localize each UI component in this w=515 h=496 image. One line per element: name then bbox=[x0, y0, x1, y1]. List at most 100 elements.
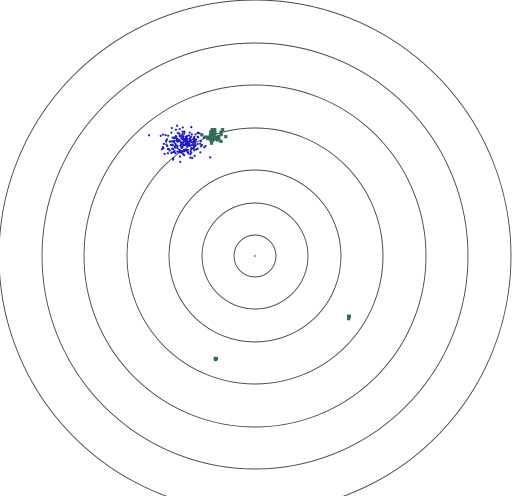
cluster-point-1 bbox=[179, 160, 182, 163]
cluster-point-2 bbox=[209, 141, 214, 145]
cluster-point-1 bbox=[196, 135, 199, 138]
cluster-point-1 bbox=[174, 135, 177, 138]
cluster-point-2 bbox=[219, 130, 223, 134]
cluster-point-1 bbox=[209, 156, 212, 159]
cluster-point-1 bbox=[183, 154, 186, 157]
cluster-point-1 bbox=[193, 149, 196, 152]
cluster-point-1 bbox=[175, 139, 178, 142]
cluster-point-2 bbox=[208, 137, 212, 141]
scatter-points bbox=[147, 124, 352, 362]
cluster-point-1 bbox=[159, 134, 162, 137]
cluster-point-2 bbox=[209, 130, 213, 134]
ring-6 bbox=[41, 42, 469, 470]
cluster-point-1 bbox=[190, 125, 193, 129]
cluster-point-2 bbox=[200, 133, 204, 137]
cluster-point-1 bbox=[178, 148, 181, 152]
cluster-point-1 bbox=[167, 134, 170, 137]
outlier-point bbox=[346, 314, 351, 318]
cluster-point-1 bbox=[188, 138, 191, 141]
cluster-point-2 bbox=[204, 135, 208, 139]
cluster-point-1 bbox=[185, 148, 188, 151]
cluster-point-1 bbox=[170, 126, 173, 130]
cluster-point-1 bbox=[178, 127, 181, 131]
cluster-point-2 bbox=[210, 139, 214, 143]
cluster-point-1 bbox=[188, 131, 191, 134]
cluster-point-2 bbox=[211, 133, 215, 137]
cluster-point-1 bbox=[180, 142, 183, 145]
cluster-point-1 bbox=[181, 146, 184, 149]
cluster-point-1 bbox=[165, 143, 168, 146]
cluster-point-1 bbox=[181, 136, 184, 139]
outlier-point bbox=[347, 317, 351, 321]
cluster-point-1 bbox=[181, 133, 184, 136]
cluster-point-1 bbox=[161, 133, 165, 136]
cluster-point-1 bbox=[204, 145, 207, 148]
cluster-point-1 bbox=[181, 126, 184, 129]
cluster-point-1 bbox=[184, 140, 187, 144]
cluster-point-2 bbox=[211, 128, 215, 132]
cluster-point-2 bbox=[217, 134, 221, 139]
cluster-point-2 bbox=[216, 138, 220, 142]
cluster-point-1 bbox=[186, 141, 189, 144]
cluster-point-2 bbox=[214, 135, 218, 139]
cluster-point-1 bbox=[190, 147, 193, 151]
cluster-point-1 bbox=[174, 136, 177, 139]
cluster-point-1 bbox=[194, 133, 197, 136]
outlier-point bbox=[213, 357, 218, 362]
cluster-point-1 bbox=[189, 156, 192, 159]
cluster-point-1 bbox=[167, 147, 170, 151]
cluster-point-1 bbox=[173, 145, 177, 148]
cluster-point-1 bbox=[185, 136, 188, 139]
cluster-point-1 bbox=[170, 140, 173, 143]
cluster-point-2 bbox=[221, 127, 225, 132]
cluster-point-1 bbox=[181, 130, 184, 133]
ring-5 bbox=[83, 84, 427, 428]
cluster-point-1 bbox=[166, 152, 169, 155]
cluster-point-2 bbox=[206, 135, 210, 139]
cluster-point-1 bbox=[168, 140, 172, 143]
cluster-point-1 bbox=[173, 150, 176, 154]
cluster-point-2 bbox=[224, 135, 228, 139]
cluster-point-1 bbox=[147, 134, 151, 137]
cluster-point-1 bbox=[192, 144, 196, 147]
cluster-point-1 bbox=[196, 142, 199, 146]
cluster-point-1 bbox=[162, 147, 165, 150]
cluster-point-1 bbox=[170, 147, 174, 150]
cluster-point-1 bbox=[165, 139, 168, 142]
cluster-point-1 bbox=[174, 142, 177, 145]
cluster-point-1 bbox=[190, 133, 193, 136]
cluster-point-1 bbox=[189, 149, 192, 153]
ring-4 bbox=[126, 127, 384, 385]
cluster-point-2 bbox=[219, 139, 223, 143]
cluster-point-1 bbox=[195, 148, 198, 151]
cluster-point-2 bbox=[213, 137, 217, 141]
cluster-point-1 bbox=[199, 145, 203, 148]
cluster-point-1 bbox=[199, 151, 202, 154]
cluster-point-1 bbox=[175, 124, 179, 127]
cluster-point-2 bbox=[208, 134, 213, 138]
cluster-point-1 bbox=[163, 152, 166, 155]
cluster-point-1 bbox=[182, 148, 186, 152]
cluster-point-1 bbox=[176, 137, 179, 141]
cluster-point-1 bbox=[189, 144, 192, 147]
ring-1 bbox=[233, 234, 277, 278]
cluster-point-1 bbox=[172, 158, 175, 161]
cluster-point-2 bbox=[212, 130, 216, 135]
cluster-point-1 bbox=[199, 139, 202, 143]
cluster-point-1 bbox=[192, 137, 196, 140]
cluster-point-1 bbox=[174, 128, 178, 131]
ring-2 bbox=[201, 202, 309, 310]
cluster-point-1 bbox=[187, 134, 191, 137]
cluster-point-1 bbox=[188, 142, 191, 145]
cluster-point-1 bbox=[190, 140, 193, 144]
cluster-point-1 bbox=[183, 132, 186, 135]
cluster-point-1 bbox=[183, 130, 186, 133]
cluster-point-1 bbox=[176, 131, 179, 134]
cluster-point-1 bbox=[176, 144, 179, 147]
cluster-point-1 bbox=[173, 141, 176, 144]
cluster-point-1 bbox=[178, 155, 182, 158]
cluster-point-1 bbox=[172, 136, 175, 139]
cluster-point-1 bbox=[170, 131, 173, 134]
